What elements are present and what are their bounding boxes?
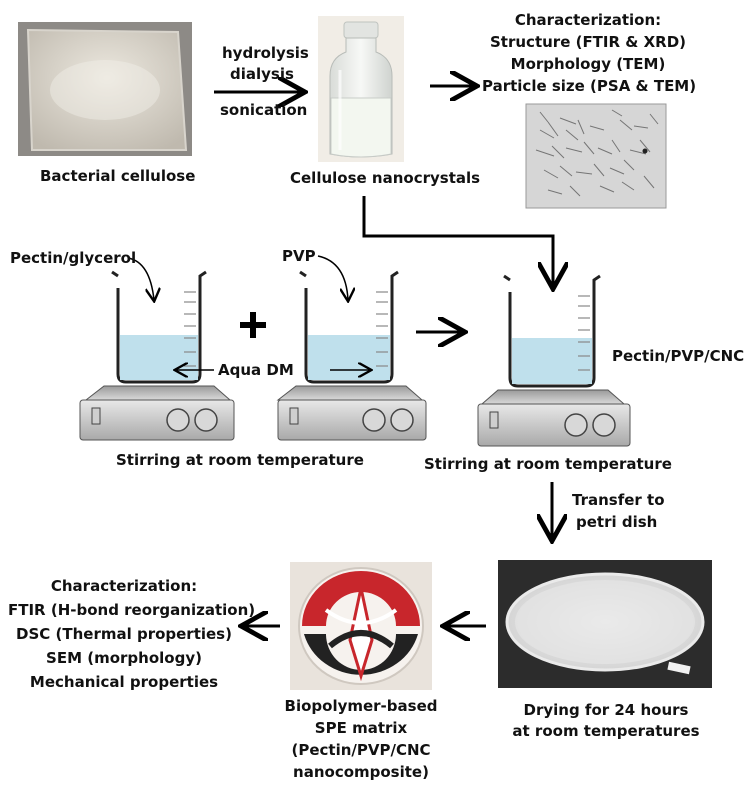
hotplate-icon	[477, 389, 631, 447]
tem-image	[525, 103, 667, 209]
product-label-line3: (Pectin/PVP/CNC	[291, 741, 431, 759]
film-characterization-ftir: FTIR (H-bond reorganization)	[8, 601, 256, 619]
drying-label-line1: Drying for 24 hours	[523, 701, 689, 719]
cnc-to-mixture-arrow-icon	[362, 196, 553, 286]
stirring-label-right: Stirring at room temperature	[424, 455, 672, 473]
film-characterization-title: Characterization:	[50, 577, 198, 595]
pectin-glycerol-label: Pectin/glycerol	[10, 249, 137, 267]
hotplate-icon	[276, 385, 427, 441]
film-characterization-mechanical: Mechanical properties	[29, 673, 219, 691]
sonication-label: sonication	[220, 101, 308, 119]
cellulose-nanocrystals-label: Cellulose nanocrystals	[290, 169, 481, 187]
pvp-label: PVP	[282, 247, 316, 265]
beaker-icon	[299, 270, 399, 384]
product-label-line4: nanocomposite)	[293, 763, 429, 781]
plus-icon	[240, 312, 266, 338]
film-characterization-sem: SEM (morphology)	[46, 649, 202, 667]
product-label-line1: Biopolymer-based	[284, 697, 438, 715]
spe-film-photo	[290, 562, 432, 690]
product-label-line2: SPE matrix	[314, 719, 408, 737]
cnc-characterization-particle-size: Particle size (PSA & TEM)	[482, 77, 697, 95]
dialysis-label: dialysis	[230, 65, 294, 83]
film-characterization-dsc: DSC (Thermal properties)	[16, 625, 232, 643]
transfer-label-line1: Transfer to	[572, 491, 665, 509]
add-arrow-icon	[317, 255, 348, 300]
pectin-pvp-cnc-label: Pectin/PVP/CNC	[612, 347, 745, 365]
hotplate-icon	[79, 385, 235, 441]
transfer-label-line2: petri dish	[576, 513, 658, 531]
petri-dish-photo	[498, 560, 712, 688]
drying-label-line2: at room temperatures	[512, 722, 700, 740]
cnc-characterization-title: Characterization:	[514, 11, 662, 29]
aqua-dm-label: Aqua DM	[218, 361, 294, 379]
hydrolysis-label: hydrolysis	[222, 44, 309, 62]
beaker-icon	[111, 270, 207, 384]
beaker-icon	[503, 274, 601, 388]
add-arrow-icon	[127, 257, 154, 300]
cnc-bottle-photo	[318, 16, 404, 162]
stirring-label-left: Stirring at room temperature	[116, 451, 364, 469]
cnc-characterization-morphology: Morphology (TEM)	[510, 55, 666, 73]
bacterial-cellulose-photo	[18, 22, 192, 156]
cnc-characterization-structure: Structure (FTIR & XRD)	[490, 33, 686, 51]
bacterial-cellulose-label: Bacterial cellulose	[40, 167, 196, 185]
